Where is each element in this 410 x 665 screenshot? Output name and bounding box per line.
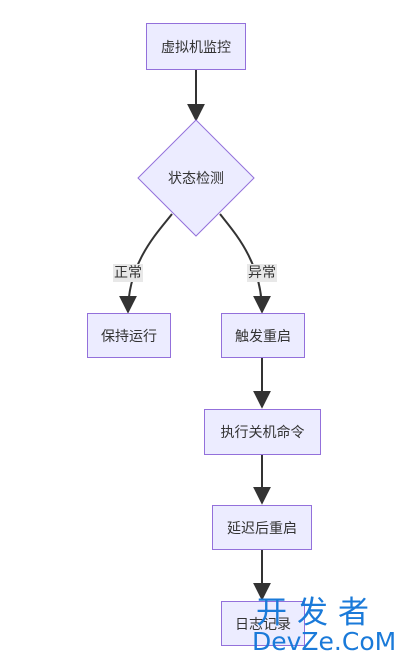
node-vm-monitor[interactable]: 虚拟机监控 [146, 23, 246, 70]
edge-check-to-keep [119, 213, 173, 314]
node-status-check-label: 状态检测 [168, 171, 224, 187]
node-keep-running-label: 保持运行 [101, 328, 157, 345]
decision-diamond[interactable] [137, 119, 255, 237]
node-delay-restart[interactable]: 延迟后重启 [212, 505, 312, 550]
edge-label-normal: 正常 [113, 264, 143, 282]
node-vm-monitor-label: 虚拟机监控 [161, 39, 231, 56]
node-trigger-restart[interactable]: 触发重启 [221, 313, 305, 358]
watermark-line1: 开发者 [256, 595, 379, 631]
edge-label-abnormal: 异常 [247, 264, 277, 282]
watermark-line2: DevZe.CoM [252, 627, 397, 656]
node-log-record[interactable]: 日志记录 [221, 601, 305, 646]
node-trigger-restart-label: 触发重启 [235, 328, 291, 345]
node-exec-shutdown-label: 执行关机命令 [220, 425, 305, 441]
edge-check-to-trigger [219, 213, 271, 314]
node-keep-running[interactable]: 保持运行 [87, 313, 171, 358]
node-log-record-label: 日志记录 [235, 616, 291, 633]
node-delay-restart-label: 延迟后重启 [227, 520, 297, 537]
node-exec-shutdown[interactable]: 执行关机命令 [204, 409, 321, 455]
site-watermark: 开发者 DevZe.CoM [252, 595, 404, 660]
